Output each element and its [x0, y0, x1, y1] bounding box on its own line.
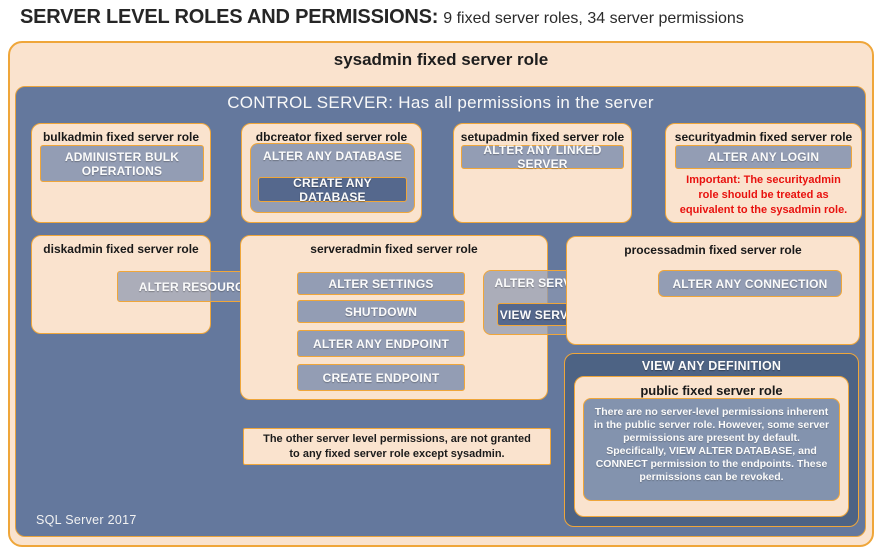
bulkadmin-role-title: bulkadmin fixed server role	[42, 130, 200, 144]
public-role-title: public fixed server role	[640, 383, 783, 398]
permission-shutdown: SHUTDOWN	[297, 300, 465, 323]
page-title: SERVER LEVEL ROLES AND PERMISSIONS:9 fix…	[20, 6, 870, 29]
permission-alter-any-linked-server: ALTER ANY LINKED SERVER	[461, 143, 624, 171]
permission-create-endpoint: CREATE ENDPOINT	[297, 364, 465, 391]
sysadmin-role-label: sysadmin fixed server role	[333, 50, 549, 69]
permission-alter-any-endpoint: ALTER ANY ENDPOINT	[297, 330, 465, 357]
sql-server-version-label: SQL Server 2017	[36, 513, 137, 527]
setupadmin-role-card: setupadmin fixed server role	[453, 123, 632, 223]
permission-alter-any-connection: ALTER ANY CONNECTION	[658, 270, 842, 297]
dbcreator-role-title: dbcreator fixed server role	[255, 130, 408, 144]
securityadmin-warning-line: role should be treated as	[698, 189, 829, 201]
public-role-description: There are no server-level permissions in…	[583, 398, 840, 501]
securityadmin-role-card: securityadmin fixed server role	[665, 123, 862, 223]
control-server-label: CONTROL SERVER: Has all permissions in t…	[227, 93, 654, 112]
permission-view-any-definition-label: VIEW ANY DEFINITION	[641, 359, 782, 373]
diskadmin-role-card: diskadmin fixed server role	[31, 235, 211, 334]
serveradmin-role-title: serveradmin fixed server role	[310, 242, 478, 256]
securityadmin-role-title: securityadmin fixed server role	[674, 130, 853, 144]
permission-alter-settings: ALTER SETTINGS	[297, 272, 465, 295]
diskadmin-role-title: diskadmin fixed server role	[43, 242, 199, 256]
other-permissions-note-line: The other server level permissions, are …	[263, 432, 531, 445]
other-permissions-note-line: to any fixed server role except sysadmin…	[289, 447, 505, 460]
setupadmin-role-title: setupadmin fixed server role	[460, 130, 625, 144]
permission-administer-bulk-operations: ADMINISTER BULK OPERATIONS	[40, 145, 204, 182]
permission-alter-any-login: ALTER ANY LOGIN	[675, 145, 852, 169]
other-permissions-note: The other server level permissions, are …	[243, 428, 551, 465]
securityadmin-warning-line: equivalent to the sysadmin role.	[679, 204, 848, 216]
processadmin-role-title: processadmin fixed server role	[624, 243, 802, 257]
page-title-subtitle: 9 fixed server roles, 34 server permissi…	[443, 10, 744, 27]
securityadmin-warning-note: Important: The securityadmin role should…	[668, 173, 859, 218]
permission-alter-any-database-label: ALTER ANY DATABASE	[263, 149, 402, 163]
page-title-main: SERVER LEVEL ROLES AND PERMISSIONS:	[20, 6, 439, 28]
securityadmin-warning-line: Important: The securityadmin	[686, 174, 841, 186]
permission-create-any-database: CREATE ANY DATABASE	[258, 176, 407, 204]
